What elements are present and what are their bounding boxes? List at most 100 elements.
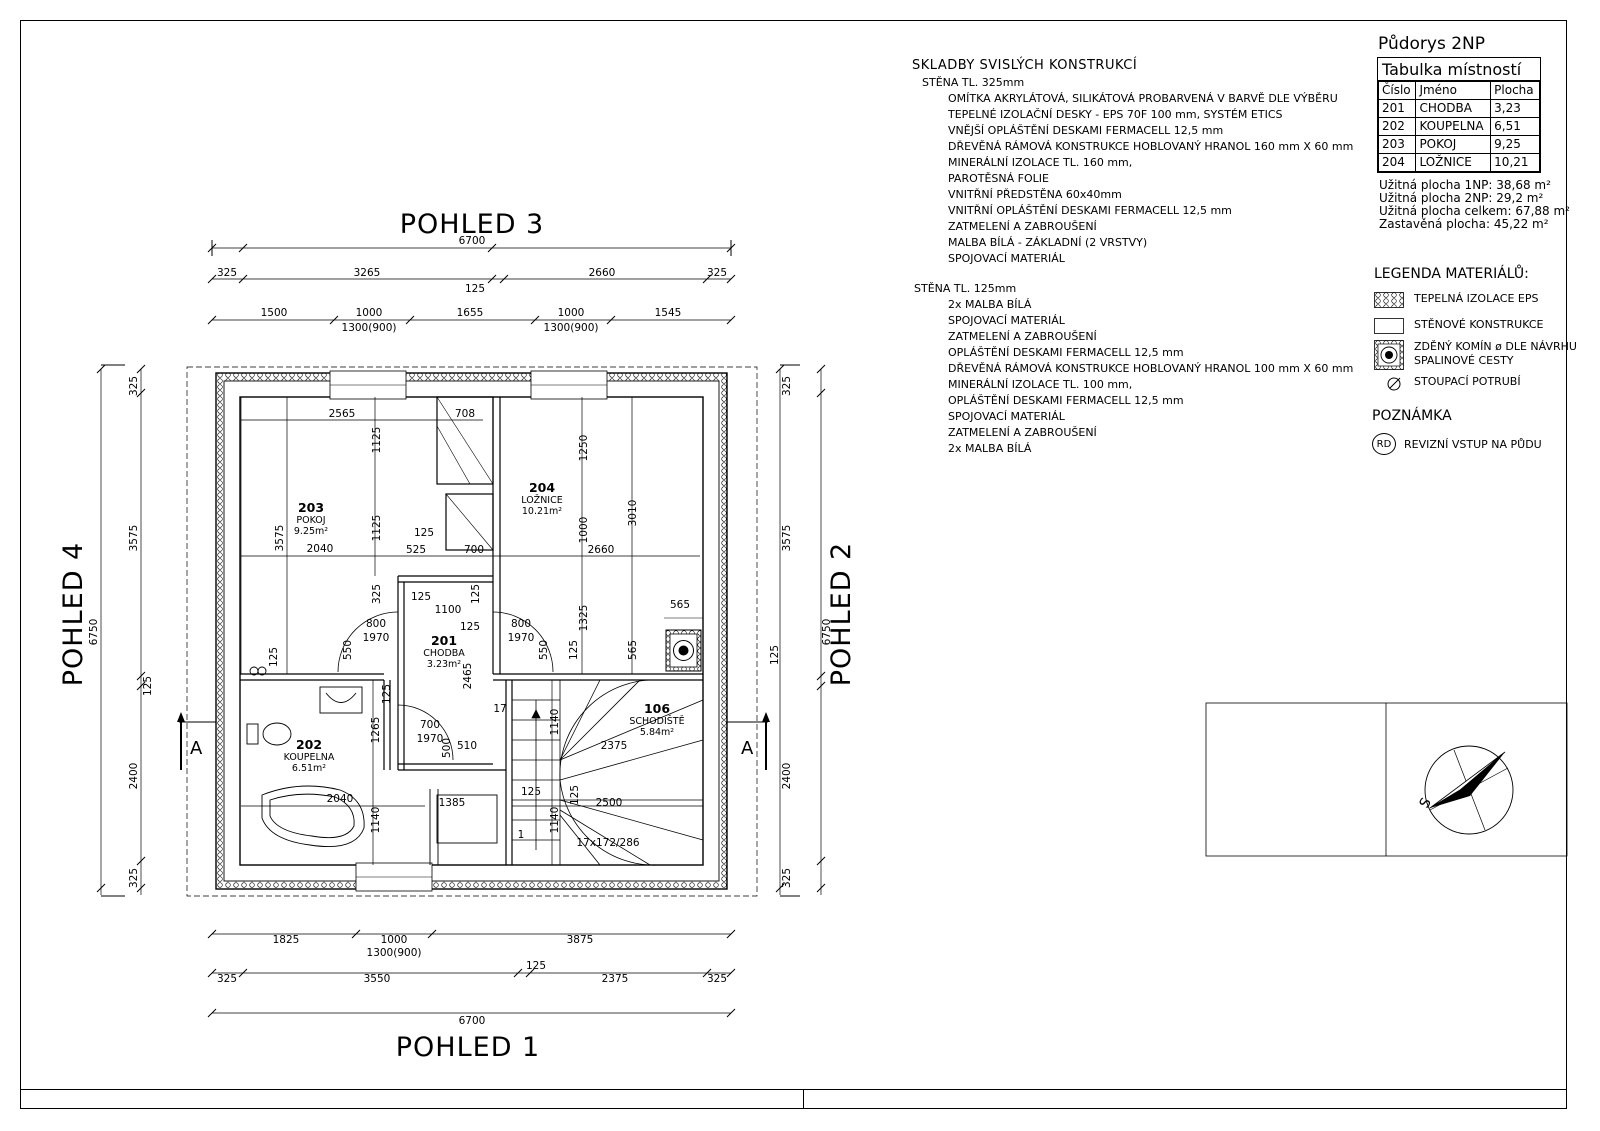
dim-top-r2-3: 125 — [465, 283, 485, 295]
north-arrow: S — [1205, 702, 1568, 857]
idim-15: 325 — [371, 584, 383, 604]
idim-41: 125 — [569, 785, 581, 805]
idim-23: 550 — [342, 640, 354, 660]
idim-27: 565 — [670, 599, 690, 611]
idim-26: 125 — [568, 640, 580, 660]
wall2-title: STĚNA TL. 125mm — [914, 282, 1017, 295]
dim-right-4: 2400 — [781, 763, 793, 790]
wall1-item: VNITŘNÍ OPLÁŠTĚNÍ DESKAMI FERMACELL 12,5… — [948, 204, 1232, 217]
dim-bottom-r1-1: 1825 — [273, 934, 300, 946]
specs-title: SKLADBY SVISLÝCH KONSTRUKCÍ — [912, 58, 1138, 73]
idim-21: 800 — [511, 618, 531, 630]
table-cell: 9,25 — [1490, 135, 1540, 154]
door-swings — [337, 611, 554, 761]
note-text: REVIZNÍ VSTUP NA PŮDU — [1404, 437, 1542, 451]
dimension-ticks — [96, 240, 826, 1018]
view-title-bottom: POHLED 1 — [396, 1032, 541, 1063]
table-row: 201 CHODBA 3,23 — [1377, 99, 1540, 118]
legend-item-riser: STOUPACÍ POTRUBÍ — [1374, 375, 1521, 391]
dim-right-5: 325 — [781, 868, 793, 888]
exterior-walls — [215, 370, 728, 892]
section-mark-left: A — [190, 738, 203, 759]
idim-7: 125 — [414, 527, 434, 539]
area-summary: Užitná plocha 1NP: 38,68 m² Užitná ploch… — [1379, 179, 1570, 231]
wall2-item: SPOJOVACÍ MATERIÁL — [948, 410, 1065, 423]
idim-18: 125 — [460, 621, 480, 633]
room-204-name: LOŽNICE — [521, 494, 562, 506]
area-line: Zastavěná plocha: 45,22 m² — [1379, 217, 1549, 231]
idim-5: 3575 — [274, 525, 286, 552]
dim-top-r3-3: 1300(900) — [342, 322, 397, 334]
chimney-icon — [1374, 340, 1404, 370]
legend-item-eps: TEPELNÁ IZOLACE EPS — [1374, 292, 1538, 308]
idim-32: 17 — [493, 703, 506, 715]
wall2-item: 2x MALBA BÍLÁ — [948, 298, 1032, 311]
wall2-item: ZATMELENÍ A ZABROUŠENÍ — [948, 330, 1097, 343]
idim-29: 125 — [268, 647, 280, 667]
idim-12: 2660 — [588, 544, 615, 556]
idim-35: 1970 — [417, 733, 444, 745]
dim-right-2: 3575 — [781, 525, 793, 552]
title-block-line — [21, 1089, 1566, 1108]
table-cell: POKOJ — [1415, 135, 1492, 154]
wall1-item: OMÍTKA AKRYLÁTOVÁ, SILIKÁTOVÁ PROBARVENÁ… — [948, 92, 1338, 105]
table-cell: 201 — [1377, 99, 1417, 118]
idim-47: 1 — [518, 829, 525, 841]
legend-label: TEPELNÁ IZOLACE EPS — [1414, 292, 1539, 305]
table-cell: 3,23 — [1490, 99, 1540, 118]
idim-25: 550 — [538, 640, 550, 660]
dim-bottom-r2-2: 3550 — [364, 973, 391, 985]
dim-top-r3-6: 1300(900) — [544, 322, 599, 334]
room-203-name: POKOJ — [296, 515, 325, 526]
legend-label: STOUPACÍ POTRUBÍ — [1414, 375, 1521, 388]
wall2-item: MINERÁLNÍ IZOLACE TL. 100 mm, — [948, 378, 1133, 391]
idim-11: 1000 — [578, 517, 590, 544]
dim-top-overall: 6700 — [459, 235, 486, 247]
area-line: Užitná plocha celkem: 67,88 m² — [1379, 204, 1570, 218]
dim-left-overall: 6750 — [88, 619, 100, 646]
dim-right-1: 325 — [781, 376, 793, 396]
wall2-item: ZATMELENÍ A ZABROUŠENÍ — [948, 426, 1097, 439]
wall-compositions: SKLADBY SVISLÝCH KONSTRUKCÍ STĚNA TL. 32… — [912, 58, 1353, 457]
riser-pipe-icon — [1387, 377, 1401, 391]
note-item: RD REVIZNÍ VSTUP NA PŮDU — [1372, 433, 1542, 455]
idim-13: 3010 — [627, 500, 639, 527]
wall2-item: 2x MALBA BÍLÁ — [948, 442, 1032, 455]
table-row: 204 LOŽNICE 10,21 — [1377, 153, 1540, 172]
view-title-right: POHLED 2 — [826, 542, 857, 687]
idim-43: 2040 — [327, 793, 354, 805]
table-cell: KOUPELNA — [1415, 117, 1492, 136]
room-201-number: 201 — [431, 633, 457, 648]
table-header: Jméno — [1415, 81, 1492, 100]
idim-31: 2465 — [462, 663, 474, 690]
title-block-divider — [803, 1090, 804, 1108]
view-title-top: POHLED 3 — [400, 209, 545, 240]
wall1-item: ZATMELENÍ A ZABROUŠENÍ — [948, 220, 1097, 233]
idim-19: 800 — [366, 618, 386, 630]
dim-top-r3-4: 1655 — [457, 307, 484, 319]
interior-dimension-labels: 2565 708 1125 1125 3575 2040 125 525 700… — [268, 408, 690, 849]
wall2-item: SPOJOVACÍ MATERIÁL — [948, 314, 1065, 327]
idim-40: 125 — [521, 786, 541, 798]
idim-22: 1970 — [508, 632, 535, 644]
wall1-item: VNITŘNÍ PŘEDSTĚNA 60x40mm — [948, 188, 1122, 201]
idim-37: 510 — [457, 740, 477, 752]
room-201-name: CHODBA — [423, 648, 465, 659]
table-header: Plocha — [1490, 81, 1540, 100]
dim-bottom-r2-1: 325 — [217, 973, 237, 985]
idim-33: 1265 — [370, 717, 382, 744]
dim-left-4: 2400 — [128, 763, 140, 790]
table-cell: 202 — [1377, 117, 1417, 136]
idim-44: 1385 — [439, 797, 466, 809]
chimney-symbol — [664, 617, 703, 672]
wall1-item: PAROTĚSNÁ FOLIE — [948, 172, 1049, 185]
table-header: Číslo — [1377, 81, 1417, 100]
dim-left-2: 3575 — [128, 525, 140, 552]
dim-top-r2-4: 2660 — [589, 267, 616, 279]
revision-access-icon: RD — [1372, 433, 1396, 455]
idim-36: 500 — [441, 738, 453, 758]
roof-outline — [186, 366, 758, 897]
idim-9: 700 — [464, 544, 484, 556]
room-106-name: SCHODIŠTĚ — [629, 715, 684, 727]
idim-2: 708 — [455, 408, 475, 420]
